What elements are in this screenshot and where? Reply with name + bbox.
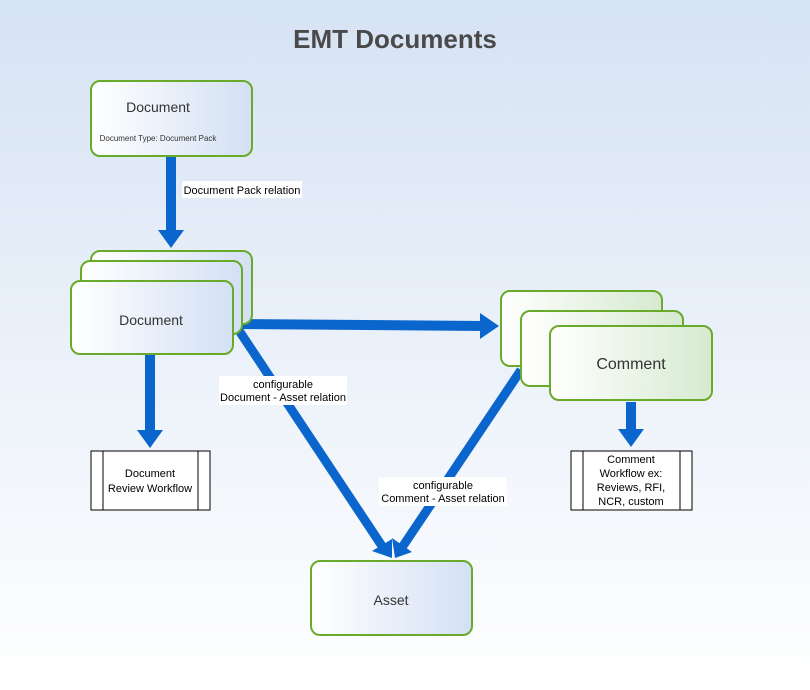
doc-comment-arrow xyxy=(233,313,499,339)
svg-text:Review Workflow: Review Workflow xyxy=(108,483,192,495)
doc-review-arrow xyxy=(137,355,163,448)
svg-text:configurable: configurable xyxy=(413,480,473,492)
document-label: Document xyxy=(119,312,183,328)
svg-text:configurable: configurable xyxy=(253,379,313,391)
document-pack-node[interactable]: Document Document Type: Document Pack xyxy=(90,80,253,157)
svg-text:Document - Asset relation: Document - Asset relation xyxy=(220,392,346,404)
svg-text:Workflow ex:: Workflow ex: xyxy=(600,468,663,480)
pack-relation-label: Document Pack relation xyxy=(182,181,302,198)
svg-text:NCR, custom: NCR, custom xyxy=(598,496,663,508)
svg-text:Document: Document xyxy=(125,468,175,480)
asset-node[interactable]: Asset xyxy=(310,560,473,636)
doc-asset-arrow xyxy=(232,323,392,558)
comment-asset-label: configurable Comment - Asset relation xyxy=(379,477,507,506)
comment-node[interactable]: Comment xyxy=(500,290,713,401)
comment-workflow-arrow xyxy=(618,402,644,447)
comment-label: Comment xyxy=(596,356,666,373)
pack-relation-arrow xyxy=(158,157,184,248)
document-pack-type: Document Type: Document Pack xyxy=(100,134,218,143)
svg-text:Comment: Comment xyxy=(607,454,655,466)
document-review-workflow-box[interactable]: Document Review Workflow xyxy=(90,450,211,511)
svg-text:Document Pack relation: Document Pack relation xyxy=(184,185,301,197)
comment-workflow-box[interactable]: Comment Workflow ex: Reviews, RFI, NCR, … xyxy=(570,450,693,511)
diagram-title: EMT Documents xyxy=(293,24,497,54)
svg-text:Reviews, RFI,: Reviews, RFI, xyxy=(597,482,665,494)
arrows xyxy=(137,157,644,558)
comment-asset-arrow xyxy=(392,367,525,558)
asset-label: Asset xyxy=(373,592,408,608)
document-pack-label: Document xyxy=(126,99,190,115)
doc-asset-label: configurable Document - Asset relation xyxy=(219,376,347,405)
document-node[interactable]: Document xyxy=(70,250,253,355)
svg-text:Comment - Asset relation: Comment - Asset relation xyxy=(381,493,505,505)
